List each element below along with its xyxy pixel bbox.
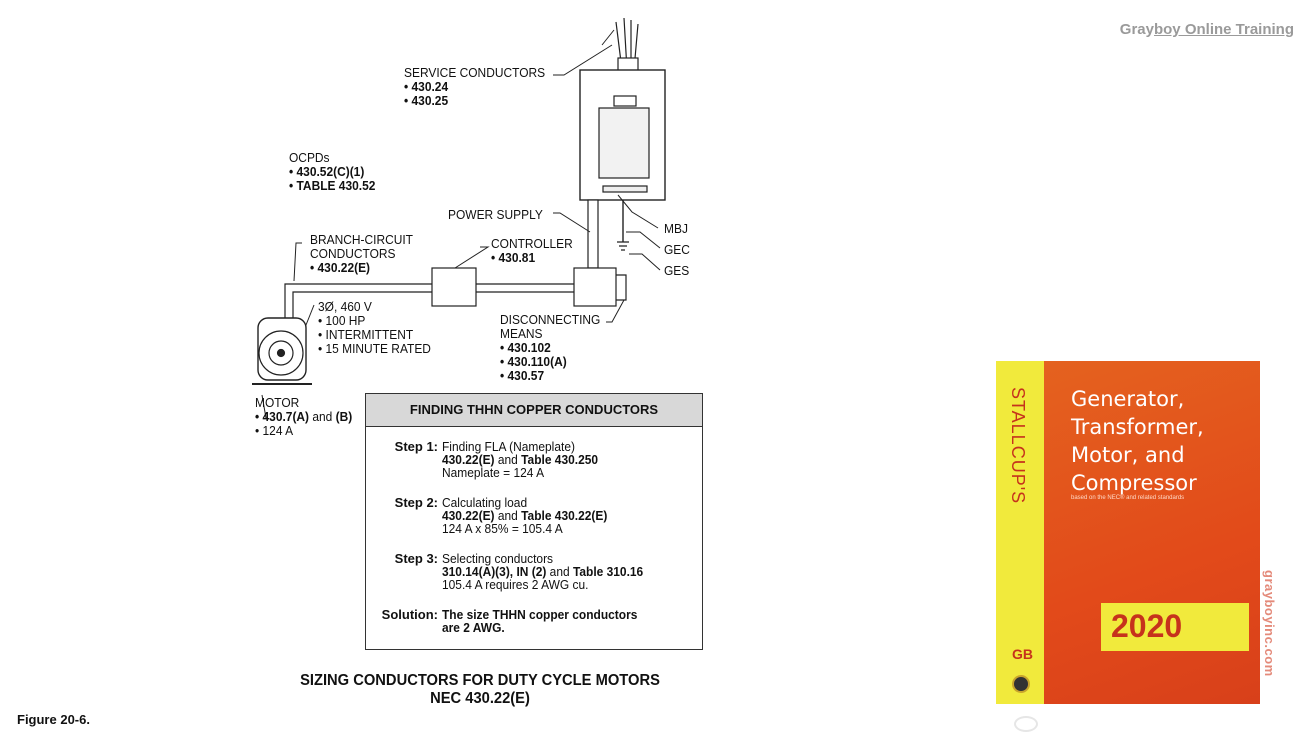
motor-ref-b: (B) — [335, 409, 353, 424]
label-branch-circuit-2: CONDUCTORS — [310, 246, 396, 261]
controller-box — [431, 267, 477, 307]
book-title-line-3: Motor, and — [1071, 443, 1185, 467]
step-line-1: Selecting conductors — [442, 551, 554, 566]
step-ref-1: 430.22(E) — [442, 452, 495, 467]
label-service-ref-1: • 430.24 — [404, 79, 449, 94]
label-motor-ref: • 430.7(A) and (B) — [255, 410, 352, 423]
main-breaker — [613, 95, 637, 107]
service-conductor-wires — [615, 17, 639, 71]
label-branch-circuit-1: BRANCH-CIRCUIT — [310, 232, 413, 247]
step-and: and — [494, 452, 522, 467]
controller-to-disconnect-conduit — [476, 283, 574, 293]
step-ref-1: 430.22(E) — [442, 508, 495, 523]
step-line-3: 124 A x 85% = 105.4 A — [442, 521, 563, 536]
step-ref-2: Table 430.22(E) — [521, 508, 608, 523]
label-disconnect-ref-2: • 430.110(A) — [500, 354, 567, 369]
label-power-supply: POWER SUPPLY — [448, 207, 543, 222]
branch-circuit-conduit — [284, 283, 432, 318]
motor-ref-a: • 430.7(A) — [255, 409, 310, 424]
step-line-2: 430.22(E) and Table 430.22(E) — [442, 509, 607, 522]
brand-link[interactable]: Grayboy Online Training — [1120, 21, 1294, 38]
calculation-box: FINDING THHN COPPER CONDUCTORS Step 1: F… — [365, 393, 703, 650]
breaker-bank — [598, 107, 650, 179]
label-ocpd-ref-1: • 430.52(C)(1) — [289, 164, 365, 179]
label-controller-ref: • 430.81 — [491, 250, 536, 265]
solution-line-2: are 2 AWG. — [442, 620, 505, 635]
step-label: Step 3: — [394, 551, 438, 566]
brand-text-2: boy Online Training — [1153, 21, 1294, 38]
book-title-line-1: Generator, — [1071, 387, 1185, 411]
label-branch-ref: • 430.22(E) — [310, 260, 371, 275]
step-label: Step 1: — [394, 439, 438, 454]
label-disconnecting-2: MEANS — [500, 326, 543, 341]
disconnect-handle — [616, 274, 627, 301]
book-cover-image: STALLCUP'S Generator, Transformer, Motor… — [996, 361, 1260, 704]
caption-line-1: SIZING CONDUCTORS FOR DUTY CYCLE MOTORS — [300, 672, 660, 689]
label-controller: CONTROLLER — [491, 236, 573, 251]
motor-ref-and: and — [309, 409, 336, 424]
step-line-1: Finding FLA (Nameplate) — [442, 439, 575, 454]
solution-label: Solution: — [381, 607, 438, 622]
book-vertical-title: STALLCUP'S — [1008, 387, 1028, 505]
step-and: and — [546, 564, 573, 579]
step-line-2: 430.22(E) and Table 430.250 — [442, 453, 598, 466]
seal-icon — [1012, 675, 1030, 693]
book-year: 2020 — [1111, 608, 1183, 644]
solution-line-1: The size THHN copper conductors — [442, 607, 638, 622]
gb-logo-icon: GB — [1012, 646, 1033, 662]
figure-number: Figure 20-6. — [17, 712, 90, 727]
label-gec: GEC — [664, 242, 690, 257]
book-title: Generator, Transformer, Motor, and Compr… — [1071, 385, 1204, 497]
label-motor: MOTOR — [255, 395, 300, 410]
step-ref-2: Table 430.250 — [521, 452, 599, 467]
book-year-box — [1101, 603, 1249, 651]
caption-line-2: NEC 430.22(E) — [430, 690, 530, 707]
step-line-3: 105.4 A requires 2 AWG cu. — [442, 577, 589, 592]
label-motor-spec-1: 3Ø, 460 V — [318, 299, 372, 314]
seal-reflection-icon — [1014, 716, 1038, 732]
label-ges: GES — [664, 263, 690, 278]
book-title-line-2: Transformer, — [1071, 415, 1204, 439]
label-ocpds: OCPDs — [289, 150, 330, 165]
step-line-1: Calculating load — [442, 495, 528, 510]
label-service-conductors: SERVICE CONDUCTORS — [404, 65, 546, 80]
book-spine — [996, 361, 1044, 704]
label-motor-current: • 124 A — [255, 423, 294, 438]
label-service-ref-2: • 430.25 — [404, 93, 449, 108]
step-line-3: Nameplate = 124 A — [442, 465, 545, 480]
step-line-2: 310.14(A)(3), IN (2) and Table 310.16 — [442, 565, 643, 578]
label-mbj: MBJ — [664, 221, 688, 236]
step-and: and — [494, 508, 522, 523]
book-subtitle: based on the NEC® and related standards — [1071, 495, 1185, 501]
step-ref-1: 310.14(A)(3), IN (2) — [442, 564, 547, 579]
neutral-bar — [602, 185, 648, 193]
label-disconnect-ref-1: • 430.102 — [500, 340, 551, 355]
label-motor-spec-3: • INTERMITTENT — [318, 327, 414, 342]
label-motor-spec-2: • 100 HP — [318, 313, 366, 328]
site-watermark: grayboyinc.com — [1262, 570, 1277, 677]
label-motor-spec-4: • 15 MINUTE RATED — [318, 341, 431, 356]
book-title-line-4: Compressor — [1071, 471, 1197, 495]
step-label: Step 2: — [394, 495, 438, 510]
label-disconnect-ref-3: • 430.57 — [500, 368, 545, 383]
disconnect-box — [573, 267, 617, 307]
power-supply-conduit — [587, 199, 599, 269]
label-ocpd-ref-2: • TABLE 430.52 — [289, 178, 376, 193]
figure-caption: SIZING CONDUCTORS FOR DUTY CYCLE MOTORS … — [268, 672, 691, 708]
brand-text-1: Gray — [1119, 21, 1154, 38]
label-disconnecting-1: DISCONNECTING — [500, 312, 601, 327]
calc-box-title: FINDING THHN COPPER CONDUCTORS — [366, 394, 702, 427]
step-ref-2: Table 310.16 — [572, 564, 644, 579]
